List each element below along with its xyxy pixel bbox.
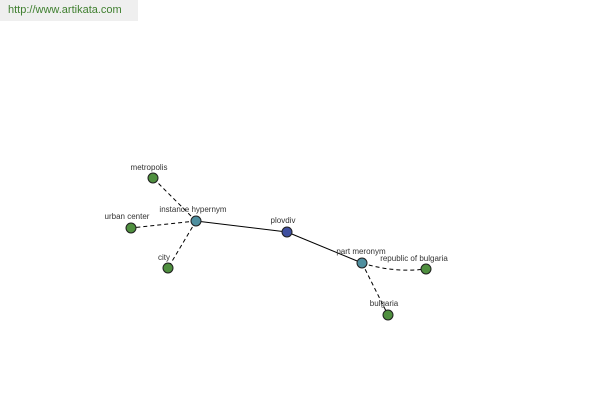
- edge-part-meronym-republic-of-bulgaria: [361, 262, 427, 271]
- edge-instance-hypernym-city: [167, 220, 197, 269]
- node-city[interactable]: [162, 262, 174, 274]
- edge-plovdiv-part-meronym: [286, 231, 363, 264]
- node-instance-hypernym[interactable]: [190, 215, 202, 227]
- node-bulgaria[interactable]: [382, 309, 394, 321]
- label-republic-of-bulgaria: republic of bulgaria: [380, 254, 448, 263]
- label-plovdiv: plovdiv: [271, 216, 296, 225]
- label-urban-center: urban center: [105, 212, 150, 221]
- label-part-meronym: part meronym: [336, 247, 386, 256]
- node-part-meronym[interactable]: [356, 257, 368, 269]
- node-metropolis[interactable]: [147, 172, 159, 184]
- node-republic-of-bulgaria[interactable]: [420, 263, 432, 275]
- label-bulgaria: bulgaria: [370, 299, 399, 308]
- edge-instance-hypernym-metropolis: [152, 177, 197, 222]
- label-city: city: [158, 253, 170, 262]
- edge-instance-hypernym-urban-center: [130, 220, 197, 229]
- node-plovdiv[interactable]: [281, 226, 293, 238]
- edge-instance-hypernym-plovdiv: [195, 220, 288, 233]
- node-urban-center[interactable]: [125, 222, 137, 234]
- site-url[interactable]: http://www.artikata.com: [0, 0, 138, 21]
- label-metropolis: metropolis: [131, 163, 168, 172]
- edge-part-meronym-bulgaria: [361, 262, 389, 316]
- label-instance-hypernym: instance hypernym: [159, 205, 226, 214]
